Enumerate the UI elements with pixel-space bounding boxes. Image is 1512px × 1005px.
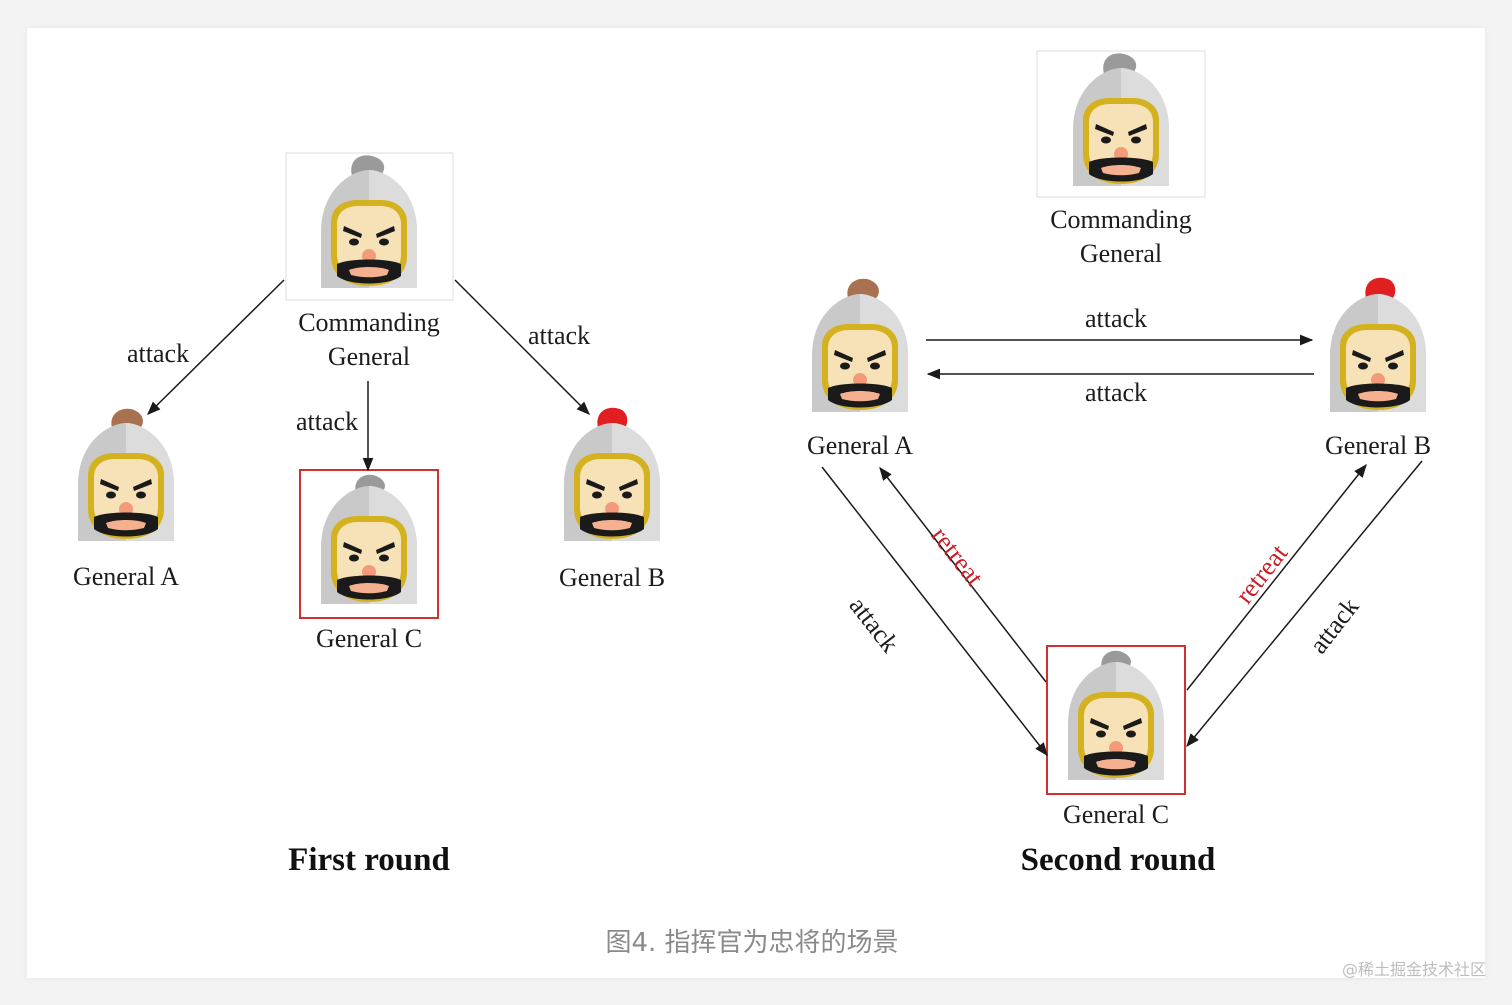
edge-label-cg-b: attack	[528, 321, 591, 350]
first-round-general-c-avatar	[299, 469, 439, 619]
first-round-arrows	[147, 279, 590, 472]
second-round-arrows	[821, 334, 1423, 757]
second-round-commander-avatar	[1036, 50, 1206, 198]
arrow-b-to-c	[1186, 460, 1423, 748]
first-round-title: First round	[288, 842, 450, 878]
first-round-commander-label-line2: General	[327, 342, 411, 371]
edge-label-cg-a: attack	[127, 339, 190, 368]
figure-caption: 图4. 指挥官为忠将的场景	[605, 928, 899, 958]
second-round-commander-label-line2: General	[1079, 239, 1163, 268]
first-round-general-a-avatar	[78, 408, 174, 541]
second-round-general-c-avatar	[1046, 645, 1186, 795]
arrow-cg-to-b	[454, 279, 590, 415]
commander-plume-icon	[351, 155, 385, 176]
first-round-commander-label-line1: Commanding	[298, 308, 440, 337]
second-round-commander-label-line1: Commanding	[1050, 205, 1192, 234]
edge-label-b-a: attack	[1084, 378, 1148, 407]
second-round-general-a-label: General A	[806, 431, 914, 460]
commander-plume-icon	[1103, 53, 1137, 74]
first-round-general-c-label: General C	[315, 624, 423, 653]
first-round-commander-avatar	[285, 152, 454, 301]
second-round-general-b-label: General B	[1324, 431, 1432, 460]
second-round-general-c-label: General C	[1062, 800, 1170, 829]
edge-label-a-b: attack	[1084, 304, 1148, 333]
second-round-general-b-avatar	[1330, 277, 1426, 412]
watermark: @稀土掘金技术社区	[1341, 960, 1486, 979]
arrow-cg-to-a	[147, 279, 285, 415]
arrow-c-to-b	[1186, 463, 1367, 691]
first-round-general-b-avatar	[564, 407, 660, 541]
first-round-general-a-label: General A	[72, 562, 180, 591]
second-round-title: Second round	[1020, 842, 1216, 878]
edge-label-cg-c: attack	[296, 407, 359, 436]
second-round-general-a-avatar	[812, 278, 908, 412]
arrow-c-to-a	[879, 466, 1047, 683]
arrow-a-to-c	[821, 466, 1048, 757]
traitor-highlight-box	[1046, 645, 1186, 795]
figure-card	[27, 28, 1485, 978]
first-round-general-b-label: General B	[558, 563, 666, 592]
